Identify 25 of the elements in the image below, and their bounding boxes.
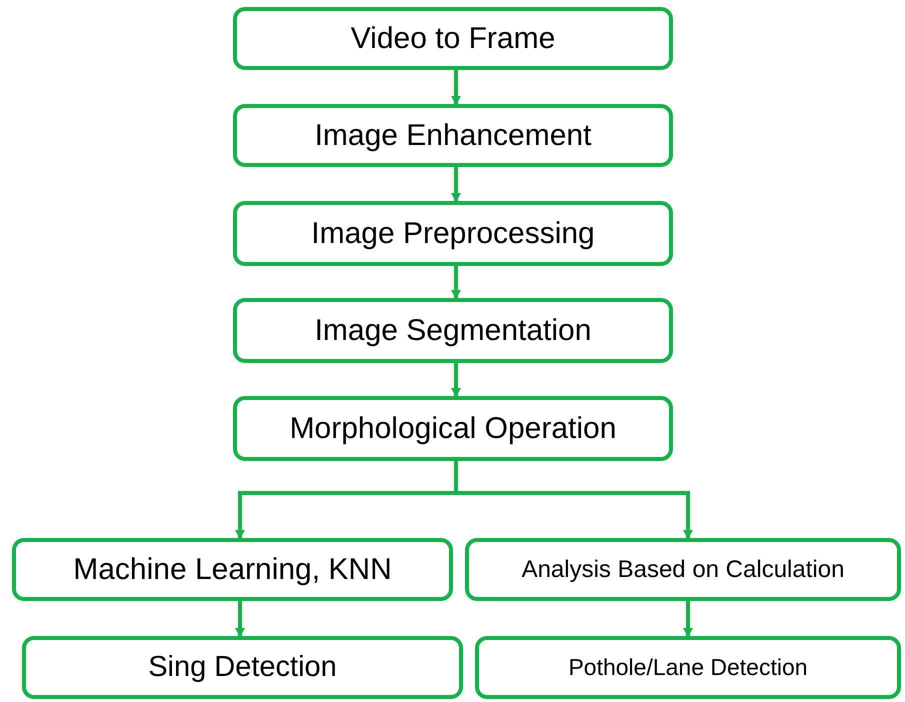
box-label: Morphological Operation [290,410,616,447]
box-label: Pothole/Lane Detection [568,653,808,682]
box-label: Image Enhancement [314,118,592,154]
arrow [451,70,461,105]
process-box [233,7,673,70]
arrow [454,461,693,539]
box-label: Image Preprocessing [311,216,595,252]
arrow [683,601,693,637]
arrow [451,167,461,202]
process-box [233,396,673,461]
arrow [451,266,461,299]
arrow [235,601,245,637]
process-box [233,104,673,167]
box-label: Analysis Based on Calculation [522,554,844,584]
process-box [233,201,673,266]
process-box [12,538,453,601]
box-label: Video to Frame [350,20,556,57]
box-label: Machine Learning, KNN [73,552,392,588]
process-box [475,636,901,699]
process-box [233,298,673,363]
box-label: Sing Detection [148,650,337,686]
process-box [22,636,463,699]
box-label: Image Segmentation [314,312,592,349]
arrow [451,363,461,397]
process-box [465,538,901,601]
